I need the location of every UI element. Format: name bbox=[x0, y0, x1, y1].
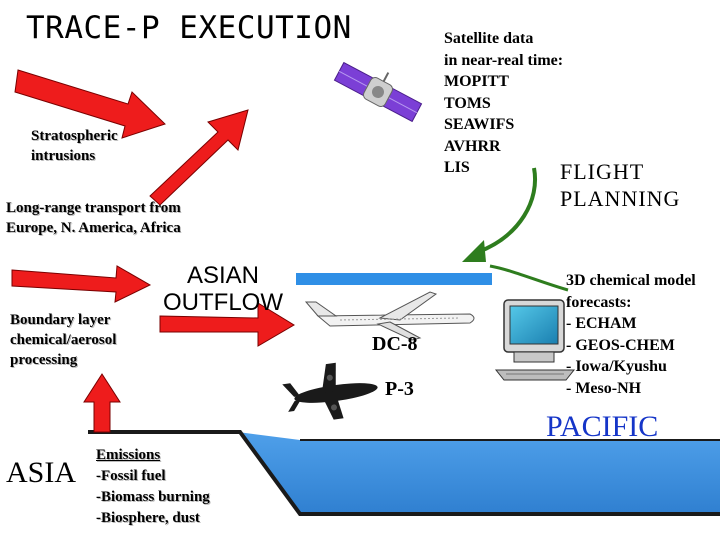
pacific-label: PACIFIC bbox=[546, 410, 659, 443]
land-outline bbox=[88, 430, 720, 516]
outflow-arrow-left bbox=[11, 265, 152, 303]
emissions-heading: Emissions bbox=[96, 447, 161, 463]
computer-icon bbox=[494, 299, 576, 381]
model-line: - GEOS-CHEM bbox=[566, 336, 675, 354]
outflow-arrow-right bbox=[159, 302, 295, 347]
model-line: forecasts: bbox=[566, 293, 632, 311]
chemical-model-list: 3D chemical model forecasts: - ECHAM - G… bbox=[566, 270, 696, 399]
emissions-list: Emissions -Fossil fuel -Biomass burning … bbox=[96, 445, 210, 529]
ocean-shape bbox=[238, 432, 720, 515]
p3-label: P-3 bbox=[385, 378, 414, 400]
satellite-line: TOMS bbox=[444, 94, 491, 112]
satellite-icon bbox=[333, 61, 423, 123]
flight-planning-arrow bbox=[477, 167, 537, 254]
emissions-item: -Biomass burning bbox=[96, 489, 210, 505]
satellite-data-list: Satellite data in near-real time: MOPITT… bbox=[444, 28, 563, 179]
satellite-line: SEAWIFS bbox=[444, 116, 515, 133]
dc8-label: DC-8 bbox=[372, 333, 418, 355]
flight-track-bar bbox=[296, 273, 492, 285]
emissions-item: -Fossil fuel bbox=[96, 468, 166, 484]
vertical-arrow bbox=[83, 373, 121, 433]
model-line: - Iowa/Kyushu bbox=[566, 358, 667, 375]
model-line: - ECHAM bbox=[566, 315, 637, 332]
page-title: TRACE-P EXECUTION bbox=[26, 10, 352, 46]
model-arrow bbox=[489, 264, 569, 292]
p3-airplane-icon bbox=[282, 362, 378, 420]
satellite-line: AVHRR bbox=[444, 137, 501, 155]
long-range-arrow bbox=[149, 109, 249, 206]
satellite-line: MOPITT bbox=[444, 73, 509, 90]
model-line: 3D chemical model bbox=[566, 272, 696, 289]
asian-outflow-label: ASIAN OUTFLOW bbox=[163, 262, 283, 316]
long-range-label: Long-range transport from Europe, N. Ame… bbox=[6, 200, 181, 236]
asia-label: ASIA bbox=[6, 456, 77, 489]
stratospheric-label: Stratospheric intrusions bbox=[31, 128, 118, 164]
stratospheric-arrow bbox=[14, 69, 166, 139]
model-line: - Meso-NH bbox=[566, 379, 642, 397]
satellite-line: LIS bbox=[444, 159, 470, 176]
emissions-item: -Biosphere, dust bbox=[96, 510, 200, 526]
boundary-layer-label: Boundary layer chemical/aerosol processi… bbox=[10, 312, 117, 368]
satellite-line: in near-real time: bbox=[444, 51, 564, 69]
flight-planning-label: FLIGHT PLANNING bbox=[560, 159, 681, 211]
dc8-airplane-icon bbox=[304, 291, 475, 341]
satellite-line: Satellite data bbox=[444, 30, 534, 47]
